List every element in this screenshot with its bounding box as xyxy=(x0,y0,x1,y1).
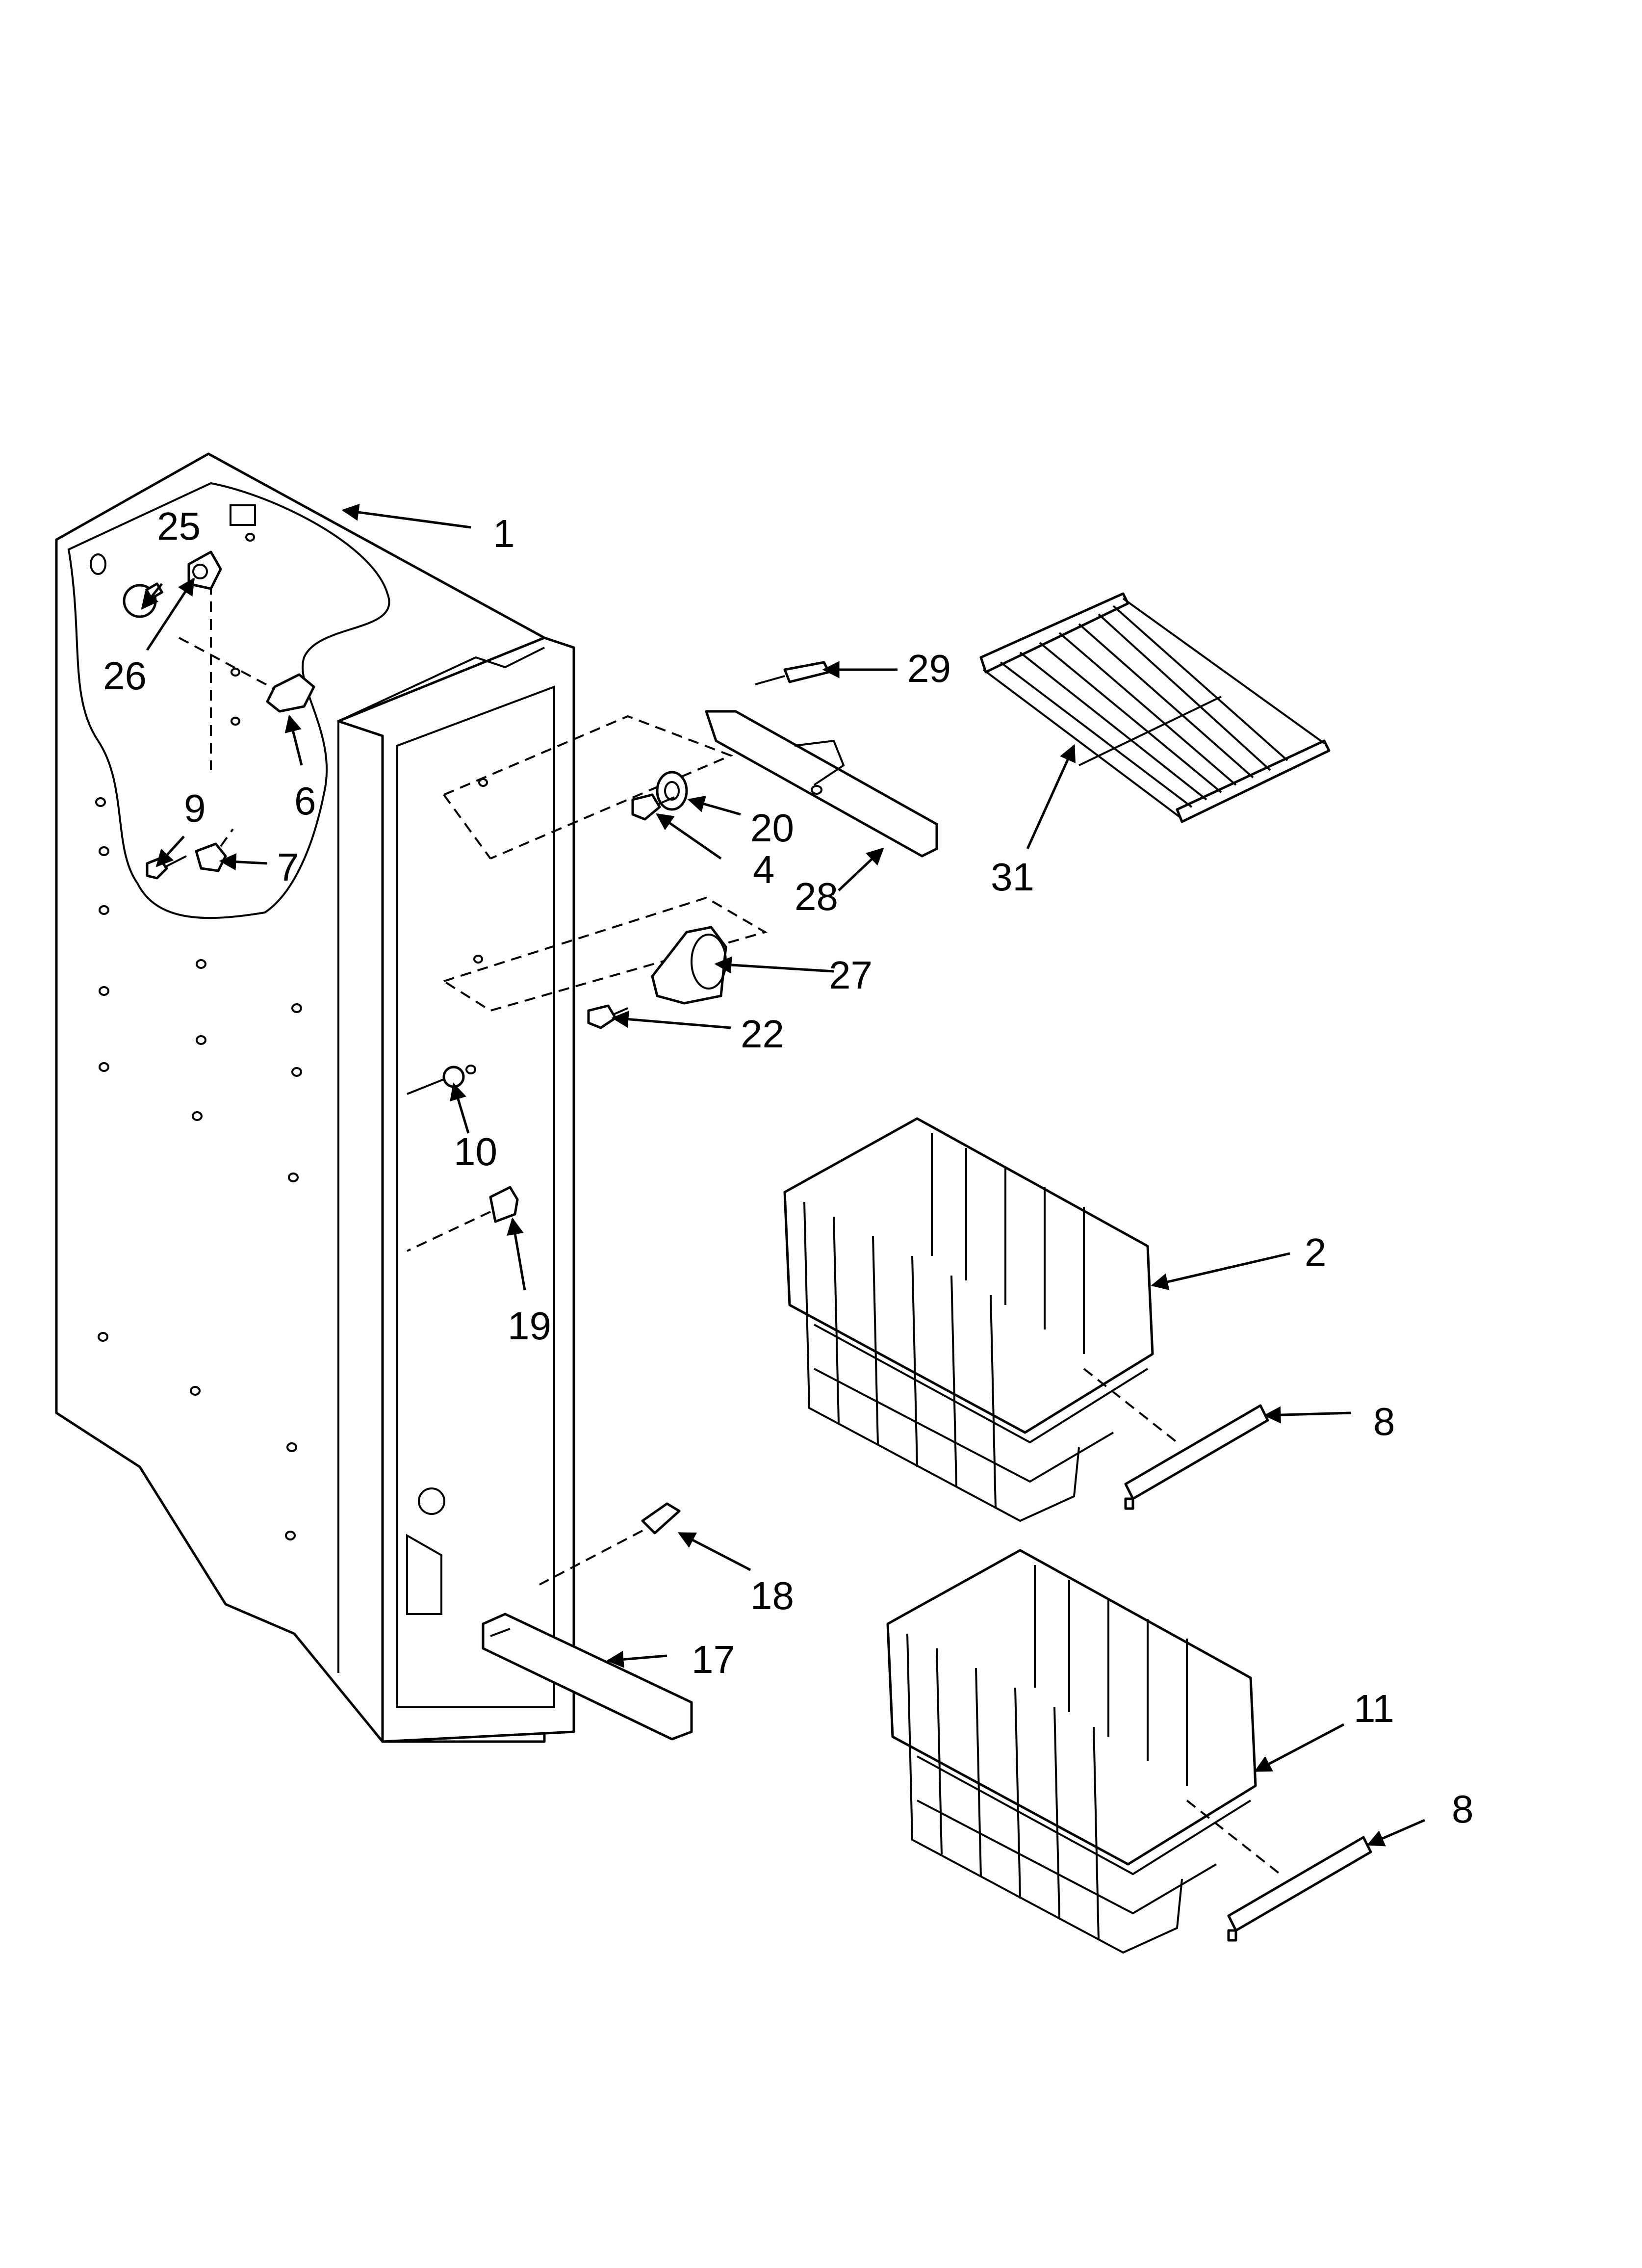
callout-6: 6 xyxy=(294,779,316,823)
screw-4 xyxy=(631,793,675,821)
wire-shelf xyxy=(979,592,1331,823)
basket-rail-upper xyxy=(1083,1368,1269,1510)
screw-10 xyxy=(407,1066,465,1095)
screw-18 xyxy=(539,1502,681,1586)
liner-holes xyxy=(95,533,488,1540)
callout-31: 31 xyxy=(991,855,1034,899)
freezer-liner xyxy=(55,452,768,1743)
callout-4: 4 xyxy=(753,848,775,891)
spacer-20 xyxy=(656,771,688,811)
temperature-control-bracket xyxy=(179,637,315,713)
callout-10: 10 xyxy=(454,1130,497,1173)
clip-19 xyxy=(407,1186,519,1252)
callout-2: 2 xyxy=(1305,1230,1327,1274)
freezer-basket-upper xyxy=(783,1117,1154,1522)
basket-rail-lower xyxy=(1186,1799,1372,1942)
callout-19: 19 xyxy=(508,1304,551,1348)
callout-1: 1 xyxy=(493,512,515,555)
callout-8-upper: 8 xyxy=(1373,1400,1395,1443)
callout-26: 26 xyxy=(103,654,147,698)
callout-20: 20 xyxy=(750,806,794,850)
callout-11: 11 xyxy=(1354,1687,1394,1730)
callout-22: 22 xyxy=(741,1012,784,1056)
lower-rail-support xyxy=(651,926,727,1005)
freezer-basket-lower xyxy=(886,1549,1257,1954)
callout-7: 7 xyxy=(277,845,299,889)
shelf-support-rail xyxy=(705,710,938,858)
callout-8-lower: 8 xyxy=(1452,1787,1474,1831)
leader-lines xyxy=(141,503,1425,1847)
callout-27: 27 xyxy=(829,953,872,997)
callout-28: 28 xyxy=(795,875,838,918)
callout-9: 9 xyxy=(184,786,206,830)
screw-29 xyxy=(755,661,830,685)
callout-labels: 1 2 4 6 7 8 8 9 10 11 17 18 19 20 22 25 … xyxy=(103,504,1474,1831)
screw-22 xyxy=(587,1004,628,1029)
bottom-trim xyxy=(482,1613,693,1741)
callout-17: 17 xyxy=(692,1638,735,1681)
callout-29: 29 xyxy=(907,647,951,690)
callout-18: 18 xyxy=(750,1574,794,1617)
callout-25: 25 xyxy=(157,504,201,548)
